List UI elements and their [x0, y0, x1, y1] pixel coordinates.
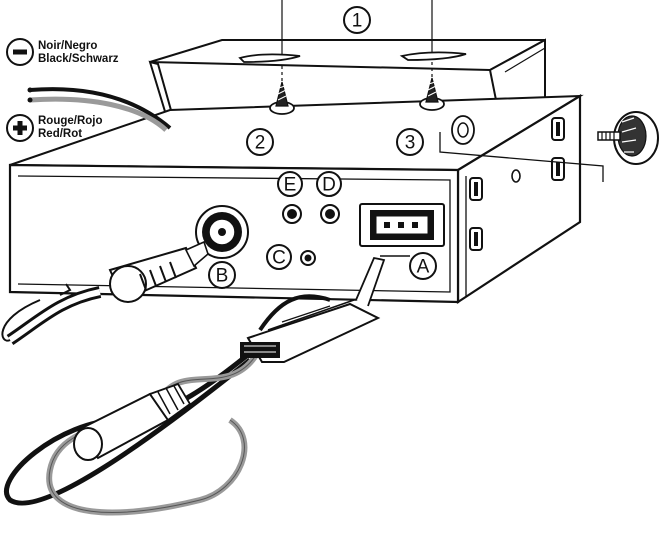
callout-1: 1: [343, 6, 371, 34]
callout-b: B: [208, 261, 236, 289]
wire-legend: Noir/Negro Black/Schwarz Rouge/Rojo Red/…: [6, 38, 172, 142]
callout-c-label: C: [272, 248, 286, 269]
jack-e: [282, 204, 302, 224]
power-socket: [359, 203, 445, 247]
jack-d: [320, 204, 340, 224]
callout-e: E: [277, 171, 303, 197]
callout-d: D: [316, 171, 342, 197]
red-wire: [29, 96, 168, 132]
black-wire: [29, 87, 172, 130]
negative-label-line1: Noir/Negro: [38, 40, 97, 52]
callout-1-label: 1: [352, 11, 363, 32]
callout-b-label: B: [216, 266, 229, 287]
callout-a-label: A: [417, 257, 430, 278]
positive-label-line2: Red/Rot: [38, 128, 82, 140]
callout-2: 2: [246, 128, 274, 156]
callout-3: 3: [396, 128, 424, 156]
antenna-connector: [195, 205, 249, 259]
top-screw-left: [269, 81, 295, 115]
side-washer: [451, 115, 475, 145]
callout-e-label: E: [284, 175, 297, 196]
callout-c: C: [266, 244, 292, 270]
power-cord: [4, 255, 410, 516]
callout-a: A: [409, 252, 437, 280]
callout-d-label: D: [322, 175, 336, 196]
mounting-knob: [597, 111, 659, 165]
antenna-cable: [1, 240, 209, 345]
positive-label-line1: Rouge/Rojo: [38, 115, 103, 127]
callout-2-label: 2: [255, 133, 266, 154]
negative-label-line2: Black/Schwarz: [38, 53, 119, 65]
jack-c: [300, 250, 316, 266]
callout-3-label: 3: [405, 133, 416, 154]
top-screw-right: [419, 77, 445, 111]
